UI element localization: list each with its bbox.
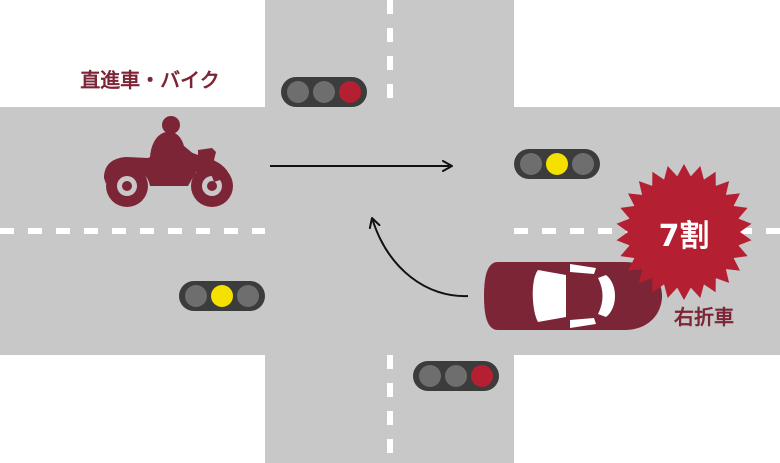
right-turn-car-label: 右折車 <box>674 305 734 329</box>
signal-lamp-right-red <box>339 81 361 103</box>
car-icon <box>484 262 662 330</box>
signal-lamp-left <box>287 81 309 103</box>
ratio-badge: 7割 <box>616 164 752 300</box>
signal-lamp-center <box>445 365 467 387</box>
south-traffic-light <box>413 361 499 391</box>
signal-lamp-center-yellow <box>546 153 568 175</box>
signal-lamp-center-yellow <box>211 285 233 307</box>
signal-lamp-right-red <box>471 365 493 387</box>
signal-lamp-left <box>520 153 542 175</box>
motorcycle-label: 直進車・バイク <box>80 68 220 92</box>
signal-lamp-left <box>185 285 207 307</box>
starburst-shape <box>616 164 752 300</box>
signal-lamp-right <box>237 285 259 307</box>
signal-lamp-center <box>313 81 335 103</box>
signal-lamp-left <box>419 365 441 387</box>
east-traffic-light <box>514 149 600 179</box>
west-traffic-light <box>179 281 265 311</box>
ratio-badge-text: 7割 <box>659 219 710 254</box>
motorcycle-icon <box>104 116 233 207</box>
right-turn-arrow <box>368 217 469 298</box>
north-traffic-light <box>281 77 367 107</box>
signal-lamp-right <box>572 153 594 175</box>
